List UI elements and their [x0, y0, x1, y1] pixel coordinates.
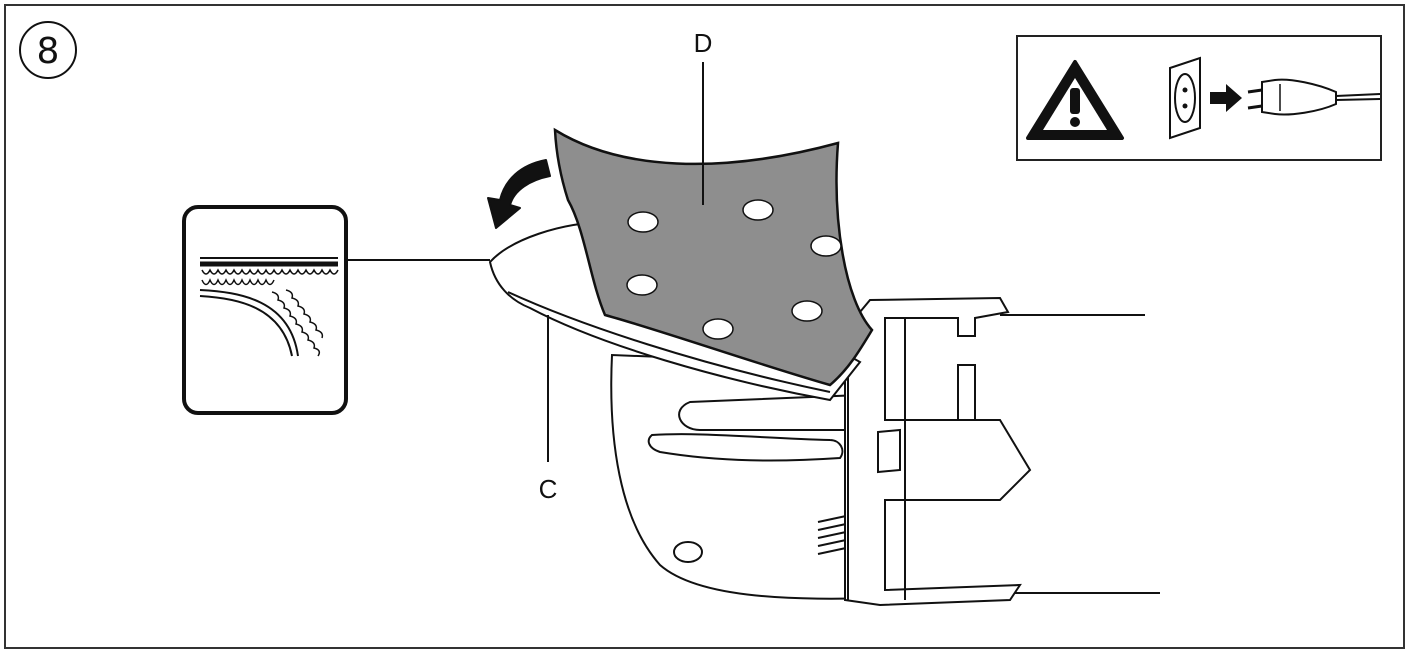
label-sanding-pad: C [539, 474, 558, 504]
label-sanding-sheet: D [694, 28, 713, 58]
callout-d: D [694, 28, 713, 205]
step-number: 8 [37, 31, 60, 72]
callout-c: C [539, 315, 558, 504]
arrow-right-icon [1210, 84, 1242, 112]
power-plug-icon [1247, 78, 1381, 116]
wall-socket-icon [1169, 56, 1201, 140]
figure-frame [4, 4, 1405, 649]
warning-triangle-icon [1026, 60, 1124, 140]
hook-and-loop-detail-icon [182, 205, 490, 415]
unplug-warning-box [1016, 35, 1382, 161]
curved-arrow-icon [487, 159, 551, 229]
sanding-sheet [553, 127, 874, 387]
step-number-badge: 8 [19, 21, 77, 79]
sheet-holes [626, 199, 842, 340]
